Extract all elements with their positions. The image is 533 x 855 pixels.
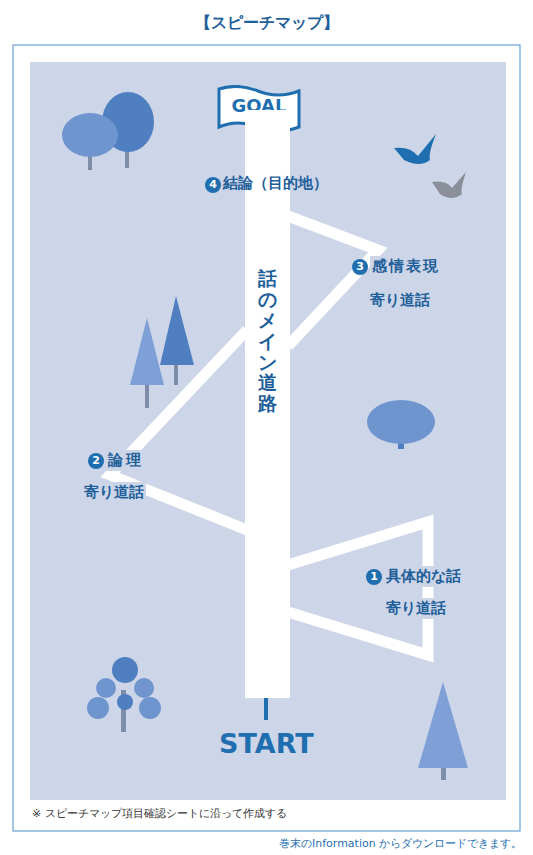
outer-frame [13, 45, 520, 831]
detour-title: 論理 [106, 450, 146, 471]
footnote: ※ スピーチマップ項目確認シートに沿って作成する [32, 806, 287, 821]
detour-title: 具体的な話 [384, 566, 463, 587]
callout-number: 2 [88, 453, 104, 469]
main-road: 話のメイン道路 [245, 110, 290, 698]
detour-sub: 寄り道話 [384, 598, 448, 619]
callout-number: 1 [366, 569, 382, 585]
map-ground [30, 62, 506, 800]
callout-number: 4 [205, 177, 221, 193]
birds [394, 134, 466, 198]
trees [62, 92, 468, 780]
detour-sub: 寄り道話 [82, 482, 146, 503]
callout-number: 3 [352, 259, 368, 275]
download-note: 巻末のInformation からダウンロードできます。 [279, 836, 522, 851]
goal-label: 結論（目的地） [223, 174, 328, 193]
map-title: 【スピーチマップ】 [0, 13, 533, 34]
start-label: START [219, 728, 314, 759]
detour-sub: 寄り道話 [368, 290, 432, 311]
road-label: 話のメイン道路 [258, 268, 277, 414]
detour-title: 感情表現 [370, 256, 442, 277]
